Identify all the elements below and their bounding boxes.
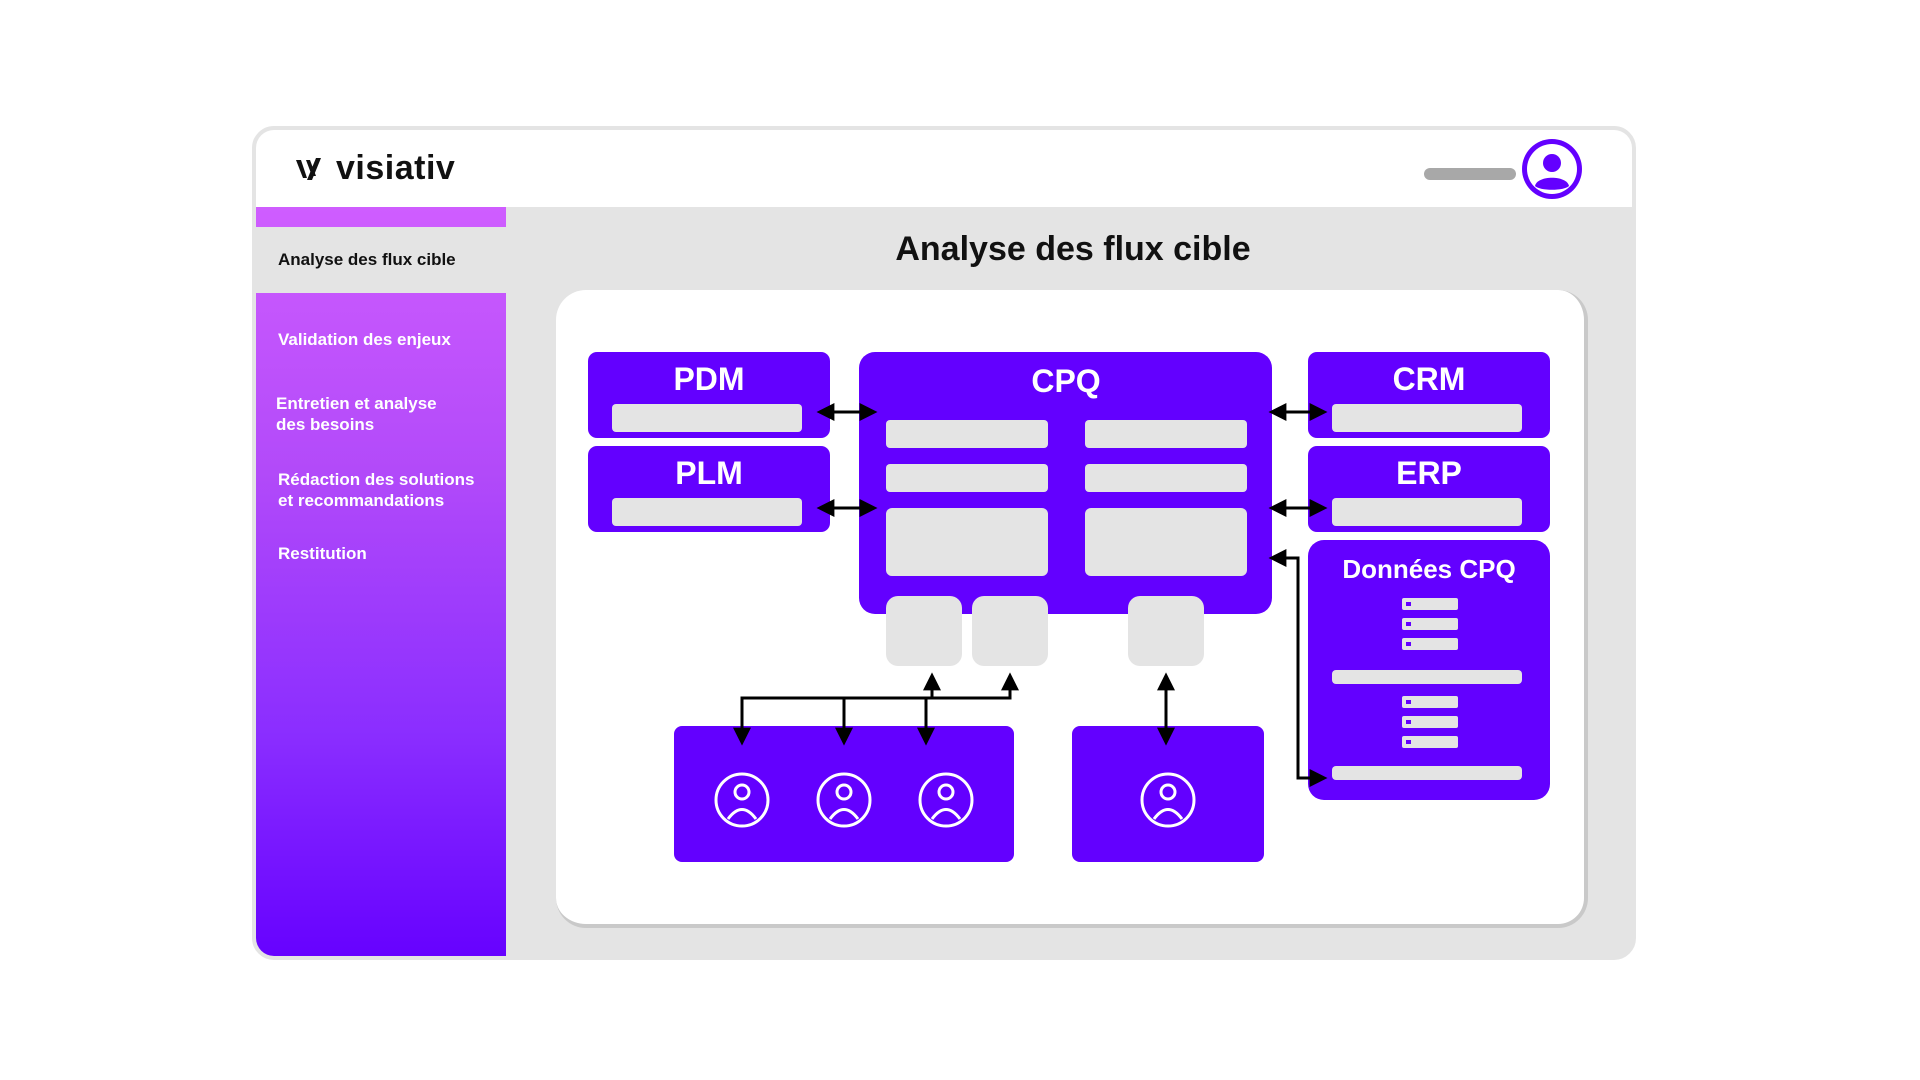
- crm-box: CRM: [1308, 352, 1550, 438]
- plm-label: PLM: [675, 455, 743, 491]
- arrow-cpq-donnees: [1268, 549, 1328, 787]
- sidebar-item-label: Rédaction des solutions: [278, 470, 475, 489]
- pdm-label: PDM: [673, 361, 744, 397]
- sidebar-item-label: Entretien et analyse: [276, 394, 437, 413]
- sidebar-item-redaction[interactable]: Rédaction des solutions et recommandatio…: [278, 469, 474, 511]
- flow-diagram: PDM PLM CPQ: [588, 352, 1550, 862]
- sidebar-item-validation[interactable]: Validation des enjeux: [278, 329, 451, 350]
- top-bar: visiativ: [256, 130, 1632, 207]
- sidebar-item-label: Analyse des flux cible: [278, 250, 456, 269]
- user-icon: [1140, 772, 1196, 828]
- sidebar-item-label-line2: et recommandations: [278, 491, 445, 510]
- sidebar-item-label: Restitution: [278, 544, 367, 563]
- database-icon: [1402, 598, 1458, 650]
- user-avatar[interactable]: [1522, 139, 1582, 199]
- single-user-box: [1072, 726, 1264, 862]
- visiativ-logo[interactable]: visiativ: [294, 148, 455, 188]
- connector-port: [1128, 596, 1204, 666]
- user-name-placeholder: [1424, 168, 1516, 180]
- flow-arrows: [733, 403, 1328, 787]
- connector-port: [886, 596, 962, 666]
- donnees-cpq-box: Données CPQ: [1308, 540, 1550, 800]
- sidebar-item-analyse[interactable]: Analyse des flux cible: [256, 227, 506, 293]
- sidebar: Analyse des flux cible Validation des en…: [256, 207, 506, 956]
- user-icon: [1527, 144, 1577, 194]
- arrow-cpq-users-3: [917, 672, 1019, 746]
- visiativ-logo-mark-icon: [296, 158, 321, 180]
- user-icon: [714, 772, 770, 828]
- users-group-box: [674, 726, 1014, 862]
- page-title: Analyse des flux cible: [895, 230, 1251, 268]
- user-icon: [816, 772, 872, 828]
- crm-label: CRM: [1393, 361, 1466, 397]
- sidebar-item-label-line2: des besoins: [276, 415, 375, 434]
- plm-box: PLM: [588, 446, 830, 532]
- database-icon: [1402, 696, 1458, 748]
- app-window: visiativ Analyse des flux cible Validati…: [252, 126, 1636, 960]
- donnees-cpq-label: Données CPQ: [1342, 554, 1515, 584]
- erp-label: ERP: [1396, 455, 1462, 491]
- diagram-card: PDM PLM CPQ: [556, 290, 1588, 928]
- user-icon: [918, 772, 974, 828]
- connector-port: [972, 596, 1048, 666]
- cpq-label: CPQ: [1031, 363, 1100, 399]
- sidebar-item-label: Validation des enjeux: [278, 330, 451, 349]
- logo-text: visiativ: [336, 148, 456, 187]
- pdm-box: PDM: [588, 352, 830, 438]
- erp-box: ERP: [1308, 446, 1550, 532]
- sidebar-item-entretien[interactable]: Entretien et analyse des besoins: [276, 393, 437, 435]
- cpq-box: CPQ: [859, 352, 1272, 666]
- sidebar-item-restitution[interactable]: Restitution: [278, 543, 367, 564]
